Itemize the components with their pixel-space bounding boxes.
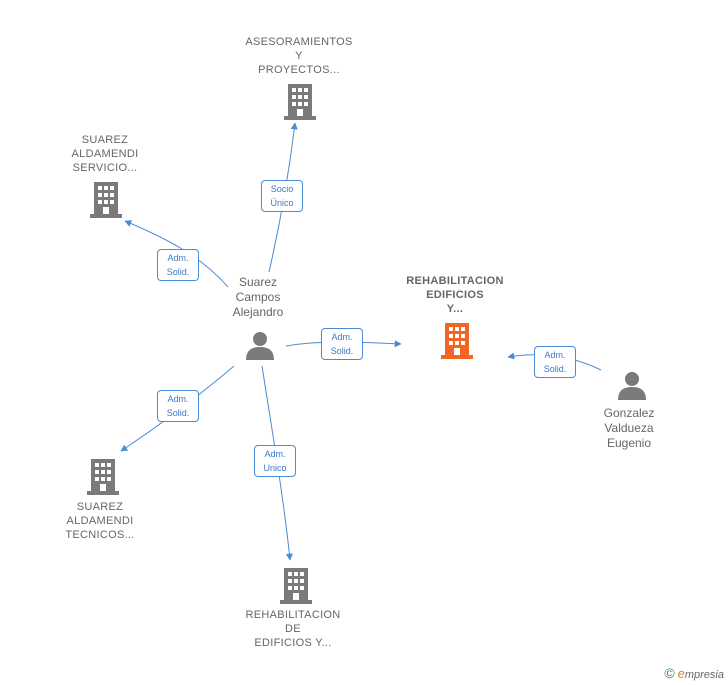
edge-label-adm-solid-gonzalez: Adm. Solid. bbox=[534, 346, 576, 378]
building-icon[interactable] bbox=[90, 182, 122, 223]
edge-label-line2: Solid. bbox=[543, 364, 567, 374]
edge-label-adm-solid-servicio: Adm. Solid. bbox=[157, 249, 199, 281]
company-label-rehabilitacion-de-edificios[interactable]: REHABILITACION DE EDIFICIOS Y... bbox=[245, 609, 341, 649]
edge-label-line1: Adm. bbox=[167, 253, 189, 263]
person-label-suarez-campos[interactable]: Suarez Campos Alejandro bbox=[232, 275, 284, 319]
edge-label-line1: Socio bbox=[270, 184, 294, 194]
edge-label-socio-unico: Socio Único bbox=[261, 180, 303, 212]
person-label-gonzalez-valdueza[interactable]: Gonzalez Valdueza Eugenio bbox=[603, 406, 655, 450]
copyright-icon: © bbox=[664, 665, 675, 681]
edge-label-line2: Único bbox=[270, 198, 294, 208]
brand-logo-letter: e bbox=[677, 666, 685, 681]
edge-label-line1: Adm. bbox=[167, 394, 189, 404]
edge-label-line1: Adm. bbox=[264, 449, 286, 459]
company-label-asesoramientos[interactable]: ASESORAMIENTOS Y PROYECTOS... bbox=[245, 36, 353, 76]
company-label-suarez-tecnicos[interactable]: SUAREZ ALDAMENDI TECNICOS... bbox=[65, 501, 135, 541]
building-icon[interactable] bbox=[284, 84, 316, 125]
edge-label-line1: Adm. bbox=[544, 350, 566, 360]
building-icon-highlighted[interactable] bbox=[441, 323, 473, 364]
edge-label-line1: Adm. bbox=[331, 332, 353, 342]
edge-label-line2: Solid. bbox=[166, 267, 190, 277]
edge-label-adm-solid-rehab: Adm. Solid. bbox=[321, 328, 363, 360]
edge-label-line2: Solid. bbox=[330, 346, 354, 356]
person-icon[interactable] bbox=[245, 330, 275, 365]
edge-label-adm-solid-tecnicos: Adm. Solid. bbox=[157, 390, 199, 422]
person-icon[interactable] bbox=[617, 370, 647, 405]
brand-logo-text: mpresia bbox=[684, 669, 724, 681]
edge-label-line2: Solid. bbox=[166, 408, 190, 418]
company-label-suarez-servicio[interactable]: SUAREZ ALDAMENDI SERVICIO... bbox=[71, 134, 139, 174]
brand-footer[interactable]: ©empresia bbox=[664, 665, 724, 681]
edge-label-adm-unico: Adm. Unico bbox=[254, 445, 296, 477]
edge-adm-servicio bbox=[124, 220, 229, 288]
company-label-rehabilitacion-edificios[interactable]: REHABILITACION EDIFICIOS Y... bbox=[406, 275, 504, 315]
building-icon[interactable] bbox=[87, 459, 119, 500]
building-icon[interactable] bbox=[280, 568, 312, 609]
edge-label-line2: Unico bbox=[263, 463, 287, 473]
